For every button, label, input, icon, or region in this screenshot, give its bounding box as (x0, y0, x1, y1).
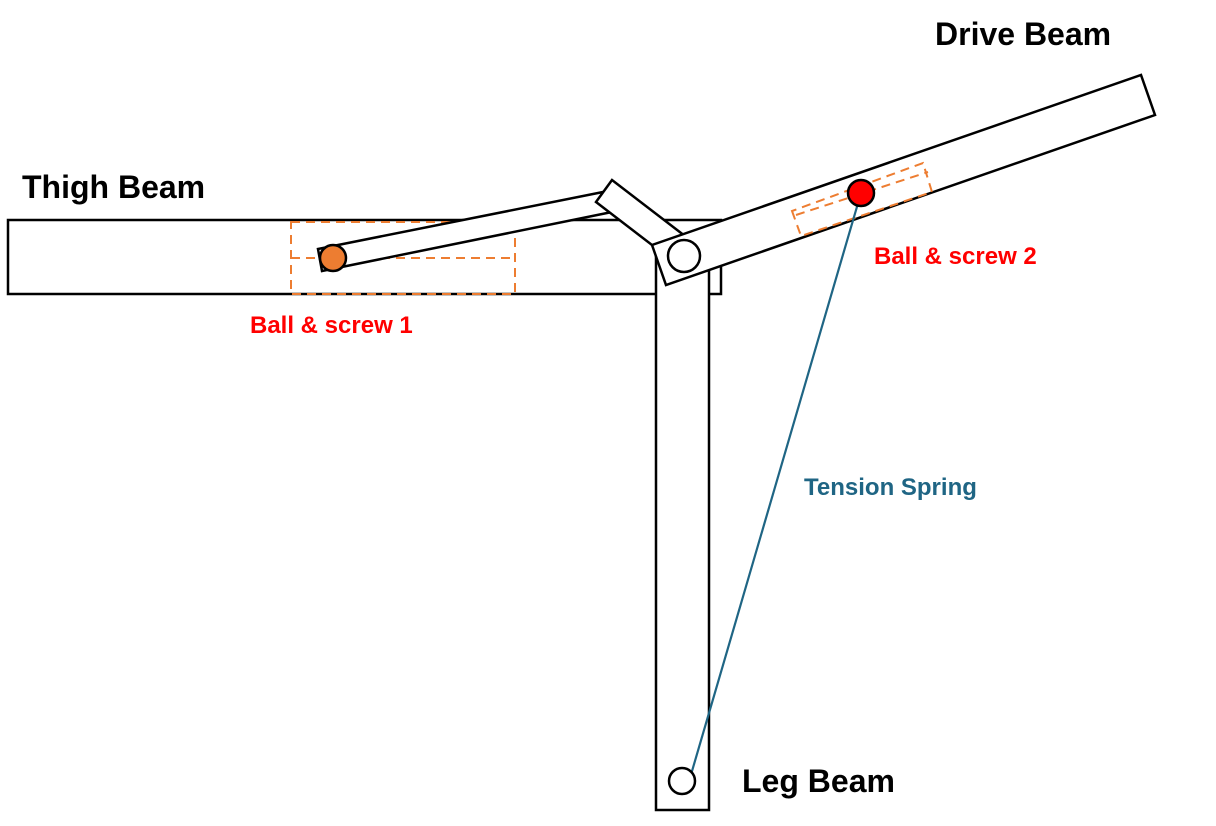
leg-beam (654, 250, 711, 812)
tension-spring (688, 192, 863, 779)
leg-beam-label: Leg Beam (742, 763, 895, 799)
ball-screw-2-label: Ball & screw 2 (874, 243, 1037, 270)
knee-pivot (666, 238, 702, 274)
drive-beam-label: Drive Beam (935, 16, 1112, 52)
ball-screw-2-track (795, 171, 929, 216)
ball-screw-2-guide (790, 161, 934, 238)
tension-spring-label: Tension Spring (804, 474, 977, 501)
thigh-beam-label: Thigh Beam (22, 169, 206, 205)
ball-2 (846, 178, 876, 208)
ball-1 (318, 243, 348, 273)
leg-pivot (667, 766, 697, 796)
ball-screw-1-label: Ball & screw 1 (250, 312, 413, 339)
